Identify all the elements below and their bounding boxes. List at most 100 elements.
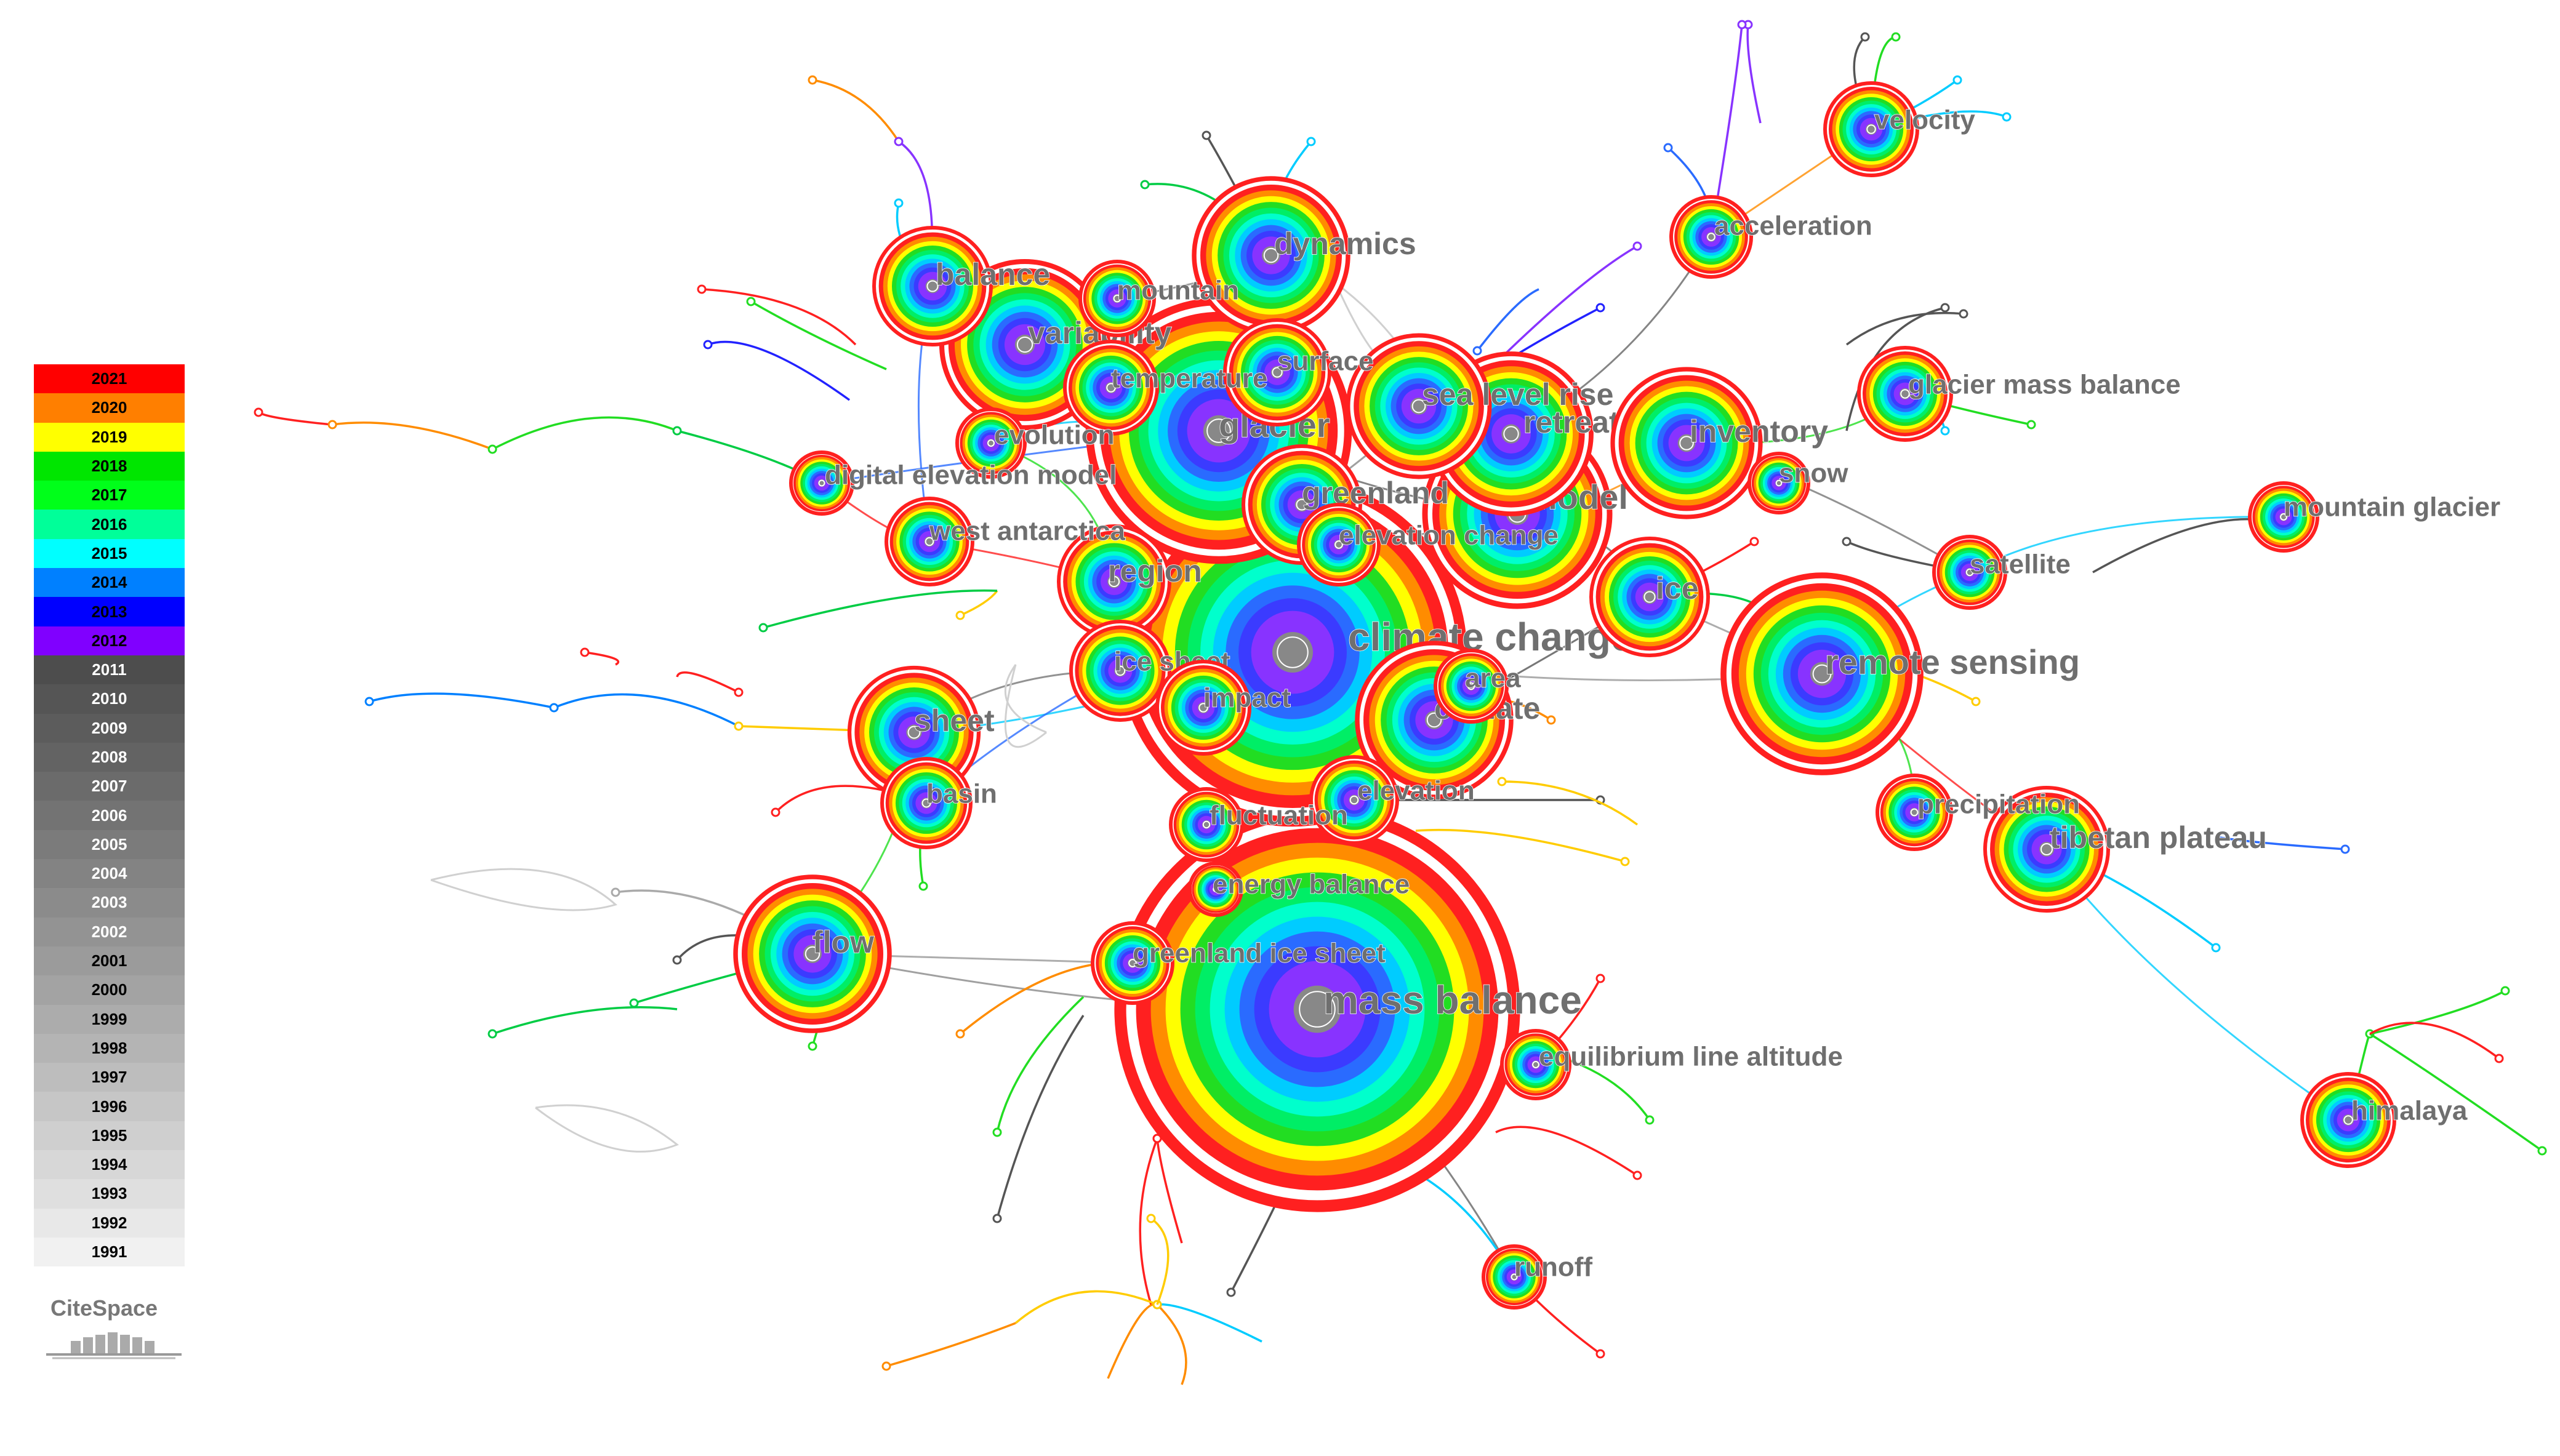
node-balance[interactable]: balance — [872, 226, 1051, 346]
node-elevation[interactable]: elevation — [1309, 755, 1475, 845]
node-basin[interactable]: basin — [880, 757, 998, 849]
peripheral-node — [1940, 426, 1950, 436]
legend-year-2000: 2000 — [34, 975, 185, 1005]
node-temperature[interactable]: temperature — [1063, 340, 1268, 436]
peripheral-node — [758, 623, 768, 633]
peripheral-node — [1737, 20, 1747, 30]
faint-edge — [535, 1104, 679, 1153]
peripheral-edge — [2215, 836, 2346, 850]
node-inventory[interactable]: inventory — [1610, 367, 1829, 519]
legend-year-2004: 2004 — [34, 859, 185, 889]
node-sea-level-rise[interactable]: sea level rise — [1346, 333, 1614, 479]
peripheral-node — [734, 721, 744, 731]
node-label: satellite — [1970, 550, 2071, 580]
node-velocity[interactable]: velocity — [1823, 81, 1976, 177]
legend-year-2017: 2017 — [34, 481, 185, 510]
peripheral-edge — [2369, 1022, 2500, 1060]
node-label: tibetan plateau — [2050, 820, 2267, 855]
peripheral-node — [488, 444, 497, 454]
node-glacier-mass-balance[interactable]: glacier mass balance — [1857, 346, 2181, 442]
node-mass-balance[interactable]: mass balance — [1114, 806, 1583, 1212]
legend-year-2007: 2007 — [34, 772, 185, 801]
peripheral-node — [2026, 420, 2036, 430]
peripheral-node — [1663, 143, 1673, 153]
node-energy-balance[interactable]: energy balance — [1188, 862, 1410, 917]
legend-year-2016: 2016 — [34, 510, 185, 539]
node-label: mountain — [1117, 276, 1239, 306]
node-equilibrium-line-altitude[interactable]: equilibrium line altitude — [1500, 1029, 1844, 1100]
node-label: himalaya — [2351, 1096, 2468, 1126]
legend-year-2018: 2018 — [34, 451, 185, 481]
legend-year-2020: 2020 — [34, 393, 185, 423]
peripheral-node — [672, 955, 682, 965]
node-evolution[interactable]: evolution — [955, 407, 1115, 479]
peripheral-node — [894, 198, 904, 208]
node-remote-sensing[interactable]: remote sensing — [1720, 572, 2081, 775]
node-label: dynamics — [1274, 226, 1416, 261]
node-precipitation[interactable]: precipitation — [1876, 774, 2081, 851]
peripheral-edge — [369, 692, 555, 709]
node-digital-elevation-model[interactable]: digital elevation model — [789, 450, 1117, 516]
peripheral-node — [1146, 1214, 1156, 1223]
node-area[interactable]: area — [1434, 649, 1522, 724]
node-greenland-ice-sheet[interactable]: greenland ice sheet — [1091, 921, 1386, 1005]
peripheral-node — [1595, 1349, 1605, 1359]
node-west-antarctica[interactable]: west antarctica — [885, 497, 1126, 586]
node-runoff[interactable]: runoff — [1482, 1244, 1593, 1310]
node-label: elevation change — [1339, 521, 1559, 551]
node-satellite[interactable]: satellite — [1932, 535, 2071, 610]
peripheral-node — [580, 647, 590, 657]
peripheral-edge — [960, 590, 998, 617]
node-himalaya[interactable]: himalaya — [2300, 1072, 2468, 1168]
peripheral-edge — [996, 996, 1085, 1133]
node-label: snow — [1779, 458, 1848, 489]
peripheral-node — [1632, 241, 1642, 251]
node-label: flow — [813, 925, 874, 959]
peripheral-node — [1140, 180, 1150, 190]
peripheral-node — [629, 998, 639, 1008]
node-impact[interactable]: impact — [1155, 660, 1291, 756]
peripheral-edge — [996, 1015, 1085, 1219]
peripheral-node — [881, 1361, 891, 1371]
node-dynamics[interactable]: dynamics — [1192, 176, 1416, 335]
legend-year-1999: 1999 — [34, 1004, 185, 1034]
peripheral-edge — [707, 340, 851, 401]
legend-year-1998: 1998 — [34, 1033, 185, 1063]
node-tibetan-plateau[interactable]: tibetan plateau — [1983, 786, 2268, 913]
peripheral-edge — [763, 589, 998, 629]
node-snow[interactable]: snow — [1747, 452, 1849, 514]
legend-year-1996: 1996 — [34, 1092, 185, 1121]
peripheral-node — [2340, 844, 2350, 854]
peripheral-edge — [1156, 1138, 1183, 1244]
node-label: mountain glacier — [2284, 492, 2500, 522]
peripheral-node — [1959, 309, 1968, 319]
peripheral-node — [1632, 1170, 1642, 1180]
node-elevation-change[interactable]: elevation change — [1297, 503, 1559, 586]
node-surface[interactable]: surface — [1223, 318, 1374, 426]
node-fluctuation[interactable]: fluctuation — [1169, 787, 1349, 862]
peripheral-node — [808, 1041, 817, 1051]
node-mountain-glacier[interactable]: mountain glacier — [2248, 481, 2501, 553]
node-acceleration[interactable]: acceleration — [1669, 195, 1873, 279]
peripheral-edge — [258, 411, 333, 426]
node-label: greenland ice sheet — [1133, 938, 1386, 969]
peripheral-node — [2537, 1146, 2547, 1156]
node-region[interactable]: region — [1057, 524, 1203, 639]
peripheral-node — [918, 881, 928, 891]
peripheral-node — [2500, 986, 2510, 996]
node-mountain[interactable]: mountain — [1078, 260, 1240, 337]
node-label: balance — [936, 257, 1050, 292]
peripheral-node — [2494, 1054, 2504, 1063]
peripheral-edge — [1156, 1303, 1187, 1385]
node-flow[interactable]: flow — [733, 874, 892, 1033]
peripheral-node — [327, 420, 337, 430]
logo-text: CiteSpace — [50, 1295, 158, 1321]
peripheral-node — [364, 697, 374, 706]
node-ice[interactable]: ice — [1589, 537, 1710, 657]
node-label: retreat — [1523, 405, 1619, 439]
legend-year-2008: 2008 — [34, 742, 185, 772]
peripheral-node — [611, 887, 620, 897]
peripheral-node — [771, 807, 780, 817]
peripheral-node — [955, 610, 965, 620]
